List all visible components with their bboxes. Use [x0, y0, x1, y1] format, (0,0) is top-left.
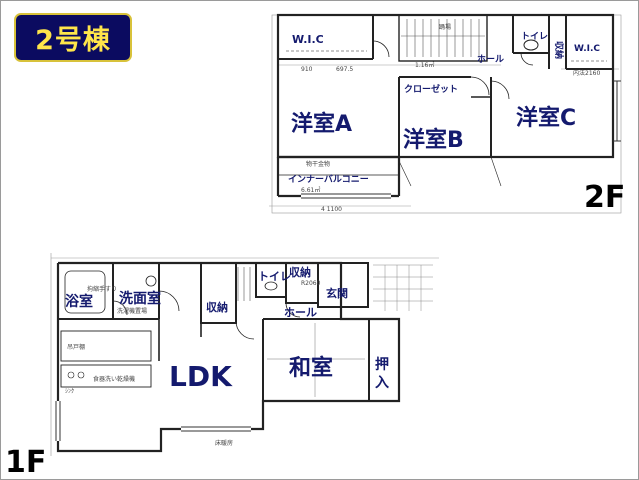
svg-text:697.5: 697.5	[336, 66, 353, 73]
second-floor-label: 2F	[584, 180, 625, 215]
oshiire-label-char-1: 押	[375, 356, 389, 373]
svg-text:洗濯機置場: 洗濯機置場	[117, 307, 147, 315]
wic-right-label: W.I.C	[574, 44, 600, 54]
svg-text:拘縮手すり: 拘縮手すり	[87, 285, 117, 293]
bath-label: 浴室	[65, 293, 93, 310]
toilet-2f-label: トイレ	[521, 31, 548, 42]
washroom-label: 洗面室	[119, 290, 161, 307]
svg-text:床暖房: 床暖房	[215, 439, 233, 447]
svg-text:6.61㎡: 6.61㎡	[301, 186, 320, 194]
hall-1f-label: ホール	[284, 306, 317, 319]
ldk-label: LDK	[169, 360, 233, 393]
svg-text:ｼﾝｸ: ｼﾝｸ	[65, 388, 74, 395]
toilet-1f-label: トイレ	[258, 270, 291, 283]
wic-left-label: W.I.C	[292, 33, 324, 46]
entrance-label: 玄関	[326, 286, 348, 300]
washitsu-label: 和室	[289, 355, 333, 381]
inner-balcony-label: インナーバルコニー	[288, 174, 369, 185]
hall-2f-label: ホール	[477, 54, 504, 65]
svg-text:4 1100: 4 1100	[321, 206, 342, 213]
svg-text:食器洗い乾燥機: 食器洗い乾燥機	[93, 375, 135, 383]
svg-text:物干金物: 物干金物	[306, 160, 330, 168]
second-floor-plan	[269, 13, 622, 214]
first-floor-label: 1F	[5, 445, 46, 479]
storage-mid-label: 収納	[206, 300, 228, 314]
svg-text:910: 910	[301, 66, 313, 73]
closet-small-2f-label: 収納	[553, 41, 565, 59]
room-b-label: 洋室B	[403, 127, 464, 153]
room-a-label: 洋室A	[291, 111, 352, 137]
svg-text:踊場: 踊場	[439, 23, 451, 31]
oshiire-label: 押 入	[375, 356, 389, 391]
svg-text:1.16㎡: 1.16㎡	[415, 61, 434, 69]
storage-top-label: 収納	[289, 265, 311, 279]
svg-text:内法2160: 内法2160	[573, 69, 600, 77]
room-c-label: 洋室C	[516, 105, 576, 131]
first-floor-plan	[50, 253, 439, 456]
oshiire-label-char-2: 入	[375, 375, 389, 391]
building-number-badge: 2号棟	[14, 13, 132, 62]
svg-text:吊戸棚: 吊戸棚	[67, 343, 85, 351]
svg-text:R2060: R2060	[301, 280, 321, 287]
closet-label: クローゼット	[404, 83, 458, 95]
